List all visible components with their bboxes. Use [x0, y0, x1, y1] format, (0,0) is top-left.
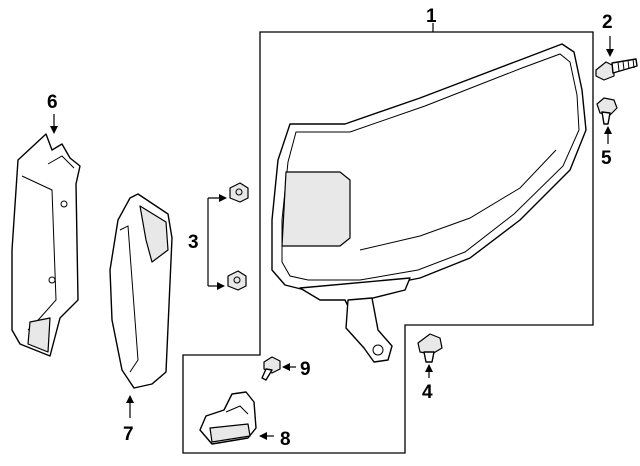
push-pin	[417, 333, 443, 378]
bolt	[595, 36, 638, 81]
callout-2: 2	[602, 12, 613, 33]
callout-6: 6	[47, 92, 58, 113]
callout-8: 8	[280, 429, 291, 450]
bulb-socket	[199, 391, 274, 445]
assembly-frame	[182, 31, 594, 454]
callout-7: 7	[123, 424, 134, 445]
callout-9: 9	[300, 359, 311, 380]
grommets	[207, 182, 249, 291]
callout-3: 3	[188, 232, 199, 253]
nut	[596, 97, 618, 144]
callout-1: 1	[426, 6, 437, 27]
callout-4: 4	[422, 382, 433, 403]
callout-5: 5	[601, 148, 612, 169]
side-marker-lamp	[109, 193, 173, 418]
screw	[261, 356, 296, 381]
headlamp-assembly	[271, 43, 587, 363]
bracket	[11, 114, 81, 357]
